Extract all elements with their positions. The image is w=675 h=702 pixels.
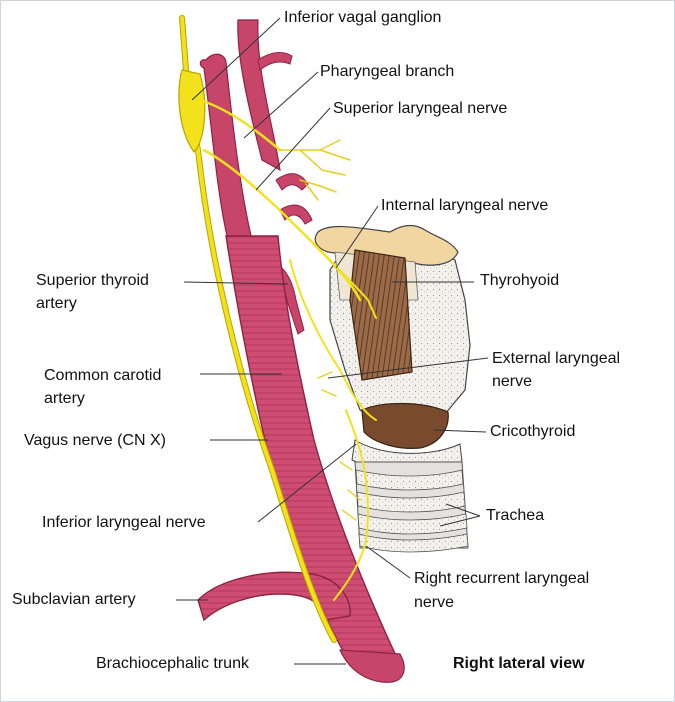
larynx: [314, 224, 471, 473]
label-external-laryngeal-nerve-line2: nerve: [492, 373, 533, 390]
label-superior-thyroid-artery-line2: artery: [36, 295, 77, 312]
label-external-laryngeal-nerve-line1: External laryngeal: [492, 350, 621, 367]
label-superior-laryngeal-nerve: Superior laryngeal nerve: [333, 100, 508, 117]
label-common-carotid-artery-line1: Common carotid: [44, 367, 162, 384]
label-cricothyroid: Cricothyroid: [490, 423, 576, 440]
leader-lines: [176, 17, 489, 665]
label-subclavian-artery: Subclavian artery: [12, 591, 136, 608]
label-pharyngeal-branch: Pharyngeal branch: [320, 63, 455, 80]
label-superior-thyroid-artery-line1: Superior thyroid: [36, 272, 149, 289]
vagus-nerve-system: [178, 15, 377, 643]
subclavian-artery: [197, 571, 351, 622]
cricothyroid-muscle: [361, 402, 449, 449]
thyrohyoid-muscle: [349, 249, 413, 381]
view-caption: Right lateral view: [453, 655, 585, 672]
label-thyrohyoid: Thyrohyoid: [480, 272, 560, 289]
label-right-recurrent-laryngeal-nerve-line2: nerve: [414, 594, 455, 611]
label-common-carotid-artery-line2: artery: [44, 390, 85, 407]
label-right-recurrent-laryngeal-nerve-line1: Right recurrent laryngeal: [414, 570, 590, 587]
label-brachiocephalic-trunk: Brachiocephalic trunk: [96, 655, 249, 672]
label-inferior-vagal-ganglion: Inferior vagal ganglion: [284, 9, 442, 26]
label-vagus-nerve: Vagus nerve (CN X): [24, 432, 166, 449]
label-trachea: Trachea: [486, 507, 545, 524]
trachea: [354, 461, 469, 553]
label-internal-laryngeal-nerve: Internal laryngeal nerve: [381, 197, 549, 214]
label-inferior-laryngeal-nerve: Inferior laryngeal nerve: [42, 514, 206, 531]
